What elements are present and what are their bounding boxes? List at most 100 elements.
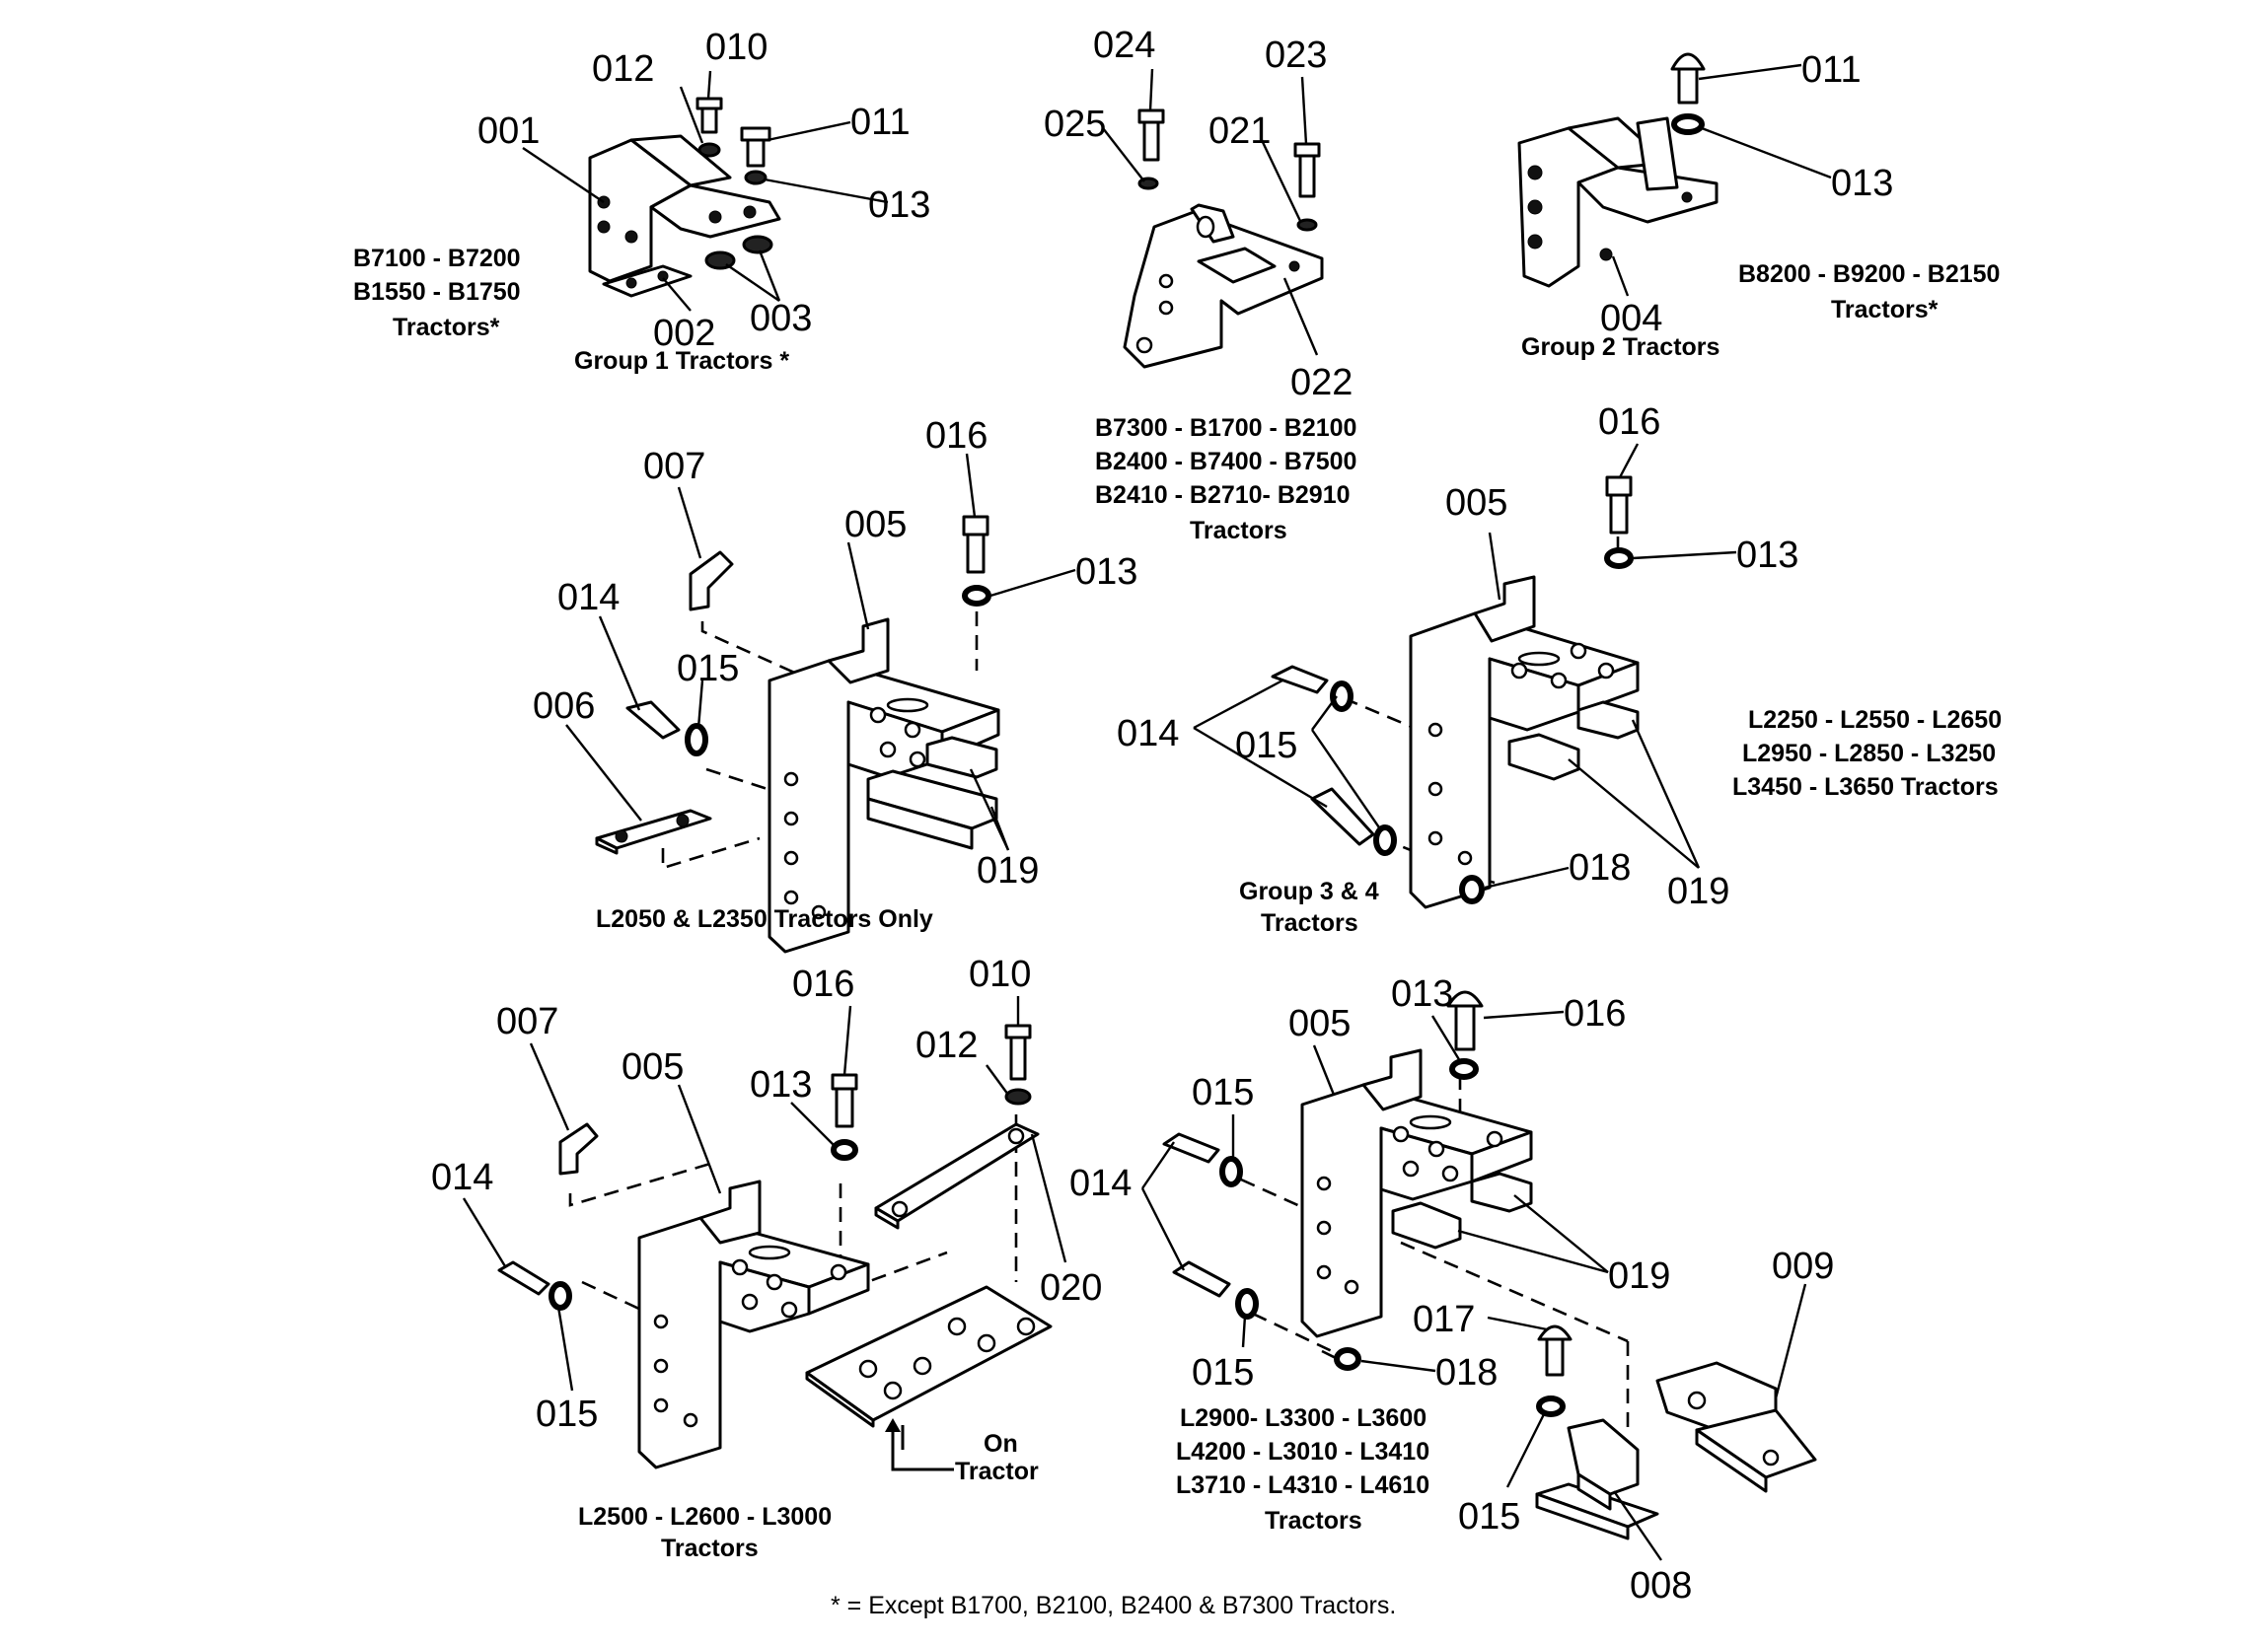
washer-015-small-drawing xyxy=(1536,1396,1566,1417)
washer-013-drawing xyxy=(831,1139,858,1161)
callout-005: 005 xyxy=(1288,1003,1351,1044)
group3-4-models-line1: L2250 - L2550 - L2650 xyxy=(1748,706,2002,734)
callout-019: 019 xyxy=(977,850,1039,892)
callout-014: 014 xyxy=(1117,713,1179,754)
group2-models-line1: B8200 - B9200 - B2150 xyxy=(1738,260,2000,288)
callout-007: 007 xyxy=(496,1001,558,1042)
callout-013: 013 xyxy=(1391,973,1453,1015)
bolt-017-drawing xyxy=(1537,1324,1573,1377)
bolt-016-drawing xyxy=(1446,990,1484,1051)
washer-013-drawing xyxy=(1671,113,1705,135)
callout-017: 017 xyxy=(1413,1299,1475,1340)
callout-012: 012 xyxy=(915,1025,978,1066)
callout-007: 007 xyxy=(643,446,705,487)
group3-4-caption-line1: Group 3 & 4 xyxy=(1239,878,1379,905)
bolt-014-lower-drawing xyxy=(1310,787,1375,846)
bracket-005-drawing xyxy=(768,617,1000,954)
callout-024: 024 xyxy=(1093,25,1155,66)
washer-013-drawing xyxy=(744,170,768,185)
washer-015-lower-drawing xyxy=(1373,824,1397,856)
elbow-007-drawing xyxy=(558,1122,599,1176)
bracket-001-drawing xyxy=(588,134,781,283)
bracket-008-drawing xyxy=(1535,1418,1659,1540)
washers-003-drawing xyxy=(704,235,773,270)
callout-013: 013 xyxy=(1075,551,1137,593)
callout-014: 014 xyxy=(431,1157,493,1198)
plate-006-drawing xyxy=(595,809,712,855)
bracket-022-drawing xyxy=(1123,203,1324,369)
callout-013: 013 xyxy=(1736,535,1798,576)
bolt-014-drawing xyxy=(497,1260,550,1296)
group3-4-assembly: 016 005 013 014 015 018 019 Group 3 & 4 … xyxy=(1117,401,2002,937)
callout-019: 019 xyxy=(1667,871,1729,912)
bolt-011-drawing xyxy=(740,126,771,168)
callout-023: 023 xyxy=(1265,35,1327,76)
l2900-models-line3: L3710 - L4310 - L4610 xyxy=(1176,1471,1429,1499)
callout-003: 003 xyxy=(750,298,812,339)
callout-019: 019 xyxy=(1608,1255,1670,1297)
group1-assembly: 010 012 011 001 013 002 003 B7100 - B720… xyxy=(353,27,930,375)
washer-018-drawing xyxy=(1459,875,1485,904)
callout-005: 005 xyxy=(844,504,907,545)
bolt-024-drawing xyxy=(1137,108,1165,162)
callout-011: 011 xyxy=(1801,49,1862,91)
l2900-models-line4: Tractors xyxy=(1265,1507,1362,1535)
washer-013-drawing xyxy=(1449,1058,1479,1080)
bolt-016-drawing xyxy=(962,515,989,574)
washer-015-drawing xyxy=(549,1281,572,1311)
callout-018: 018 xyxy=(1569,847,1631,889)
bolt-011-drawing xyxy=(1670,52,1706,105)
callout-013: 013 xyxy=(750,1064,812,1106)
bracket-005-drawing xyxy=(637,1180,870,1469)
callout-001: 001 xyxy=(477,110,540,152)
b-series-models-line2: B2400 - B7400 - B7500 xyxy=(1095,448,1356,475)
b-series-assembly: 024 023 025 021 022 B7300 - B1700 - B210… xyxy=(1044,25,1356,544)
bracket-004-drawing xyxy=(1517,116,1719,288)
callout-020: 020 xyxy=(1040,1267,1102,1309)
group2-assembly: 011 013 004 B8200 - B9200 - B2150 Tracto… xyxy=(1517,49,2000,361)
group1-models-line3: Tractors* xyxy=(393,314,500,341)
callout-010: 010 xyxy=(969,954,1031,995)
bolt-023-drawing xyxy=(1293,142,1321,198)
group1-caption: Group 1 Tractors * xyxy=(574,347,789,375)
callout-010: 010 xyxy=(705,27,768,68)
footnote: * = Except B1700, B2100, B2400 & B7300 T… xyxy=(831,1592,1396,1619)
callout-025: 025 xyxy=(1044,104,1106,145)
bolt-014-upper-drawing xyxy=(1271,665,1329,694)
bracket-009-drawing xyxy=(1655,1361,1817,1493)
callout-015: 015 xyxy=(536,1394,598,1435)
b-series-models-line1: B7300 - B1700 - B2100 xyxy=(1095,414,1356,442)
washer-015-lower-drawing xyxy=(1235,1288,1259,1320)
group1-models-line1: B7100 - B7200 xyxy=(353,245,521,272)
group2-caption: Group 2 Tractors xyxy=(1521,333,1719,361)
callout-012: 012 xyxy=(592,48,654,90)
l2050-assembly: 007 005 016 013 014 015 006 019 L2050 & … xyxy=(533,415,1137,954)
group3-4-models-line3: L3450 - L3650 Tractors xyxy=(1732,773,1999,801)
elbow-007-drawing xyxy=(689,550,734,611)
on-tractor-label-line1: On xyxy=(984,1430,1018,1458)
bracket-005-drawing xyxy=(1300,1048,1533,1338)
callout-004: 004 xyxy=(1600,298,1662,339)
washer-013-drawing xyxy=(962,585,991,607)
l2500-models-line1: L2500 - L2600 - L3000 xyxy=(578,1503,832,1531)
plate-020-drawing xyxy=(874,1122,1040,1230)
callout-016: 016 xyxy=(792,964,854,1005)
callout-016: 016 xyxy=(925,415,988,457)
l2900-models-line1: L2900- L3300 - L3600 xyxy=(1180,1404,1427,1432)
bolt-014-upper-drawing xyxy=(1162,1132,1220,1164)
group2-models-line2: Tractors* xyxy=(1831,296,1939,323)
washer-021-drawing xyxy=(1296,218,1318,232)
callout-018: 018 xyxy=(1435,1352,1498,1394)
bracket-005-drawing xyxy=(1409,575,1640,909)
l2500-models-line2: Tractors xyxy=(661,1535,759,1562)
washer-012-drawing xyxy=(697,142,721,158)
callout-014: 014 xyxy=(1069,1163,1132,1204)
group3-4-models-line2: L2950 - L2850 - L3250 xyxy=(1742,740,1996,767)
group3-4-caption-line2: Tractors xyxy=(1261,909,1358,937)
on-tractor-label-line2: Tractor xyxy=(955,1458,1039,1485)
bolt-010-drawing xyxy=(695,97,723,134)
callout-008: 008 xyxy=(1630,1565,1692,1607)
callout-016: 016 xyxy=(1564,993,1626,1035)
b-series-models-line4: Tractors xyxy=(1190,517,1287,544)
